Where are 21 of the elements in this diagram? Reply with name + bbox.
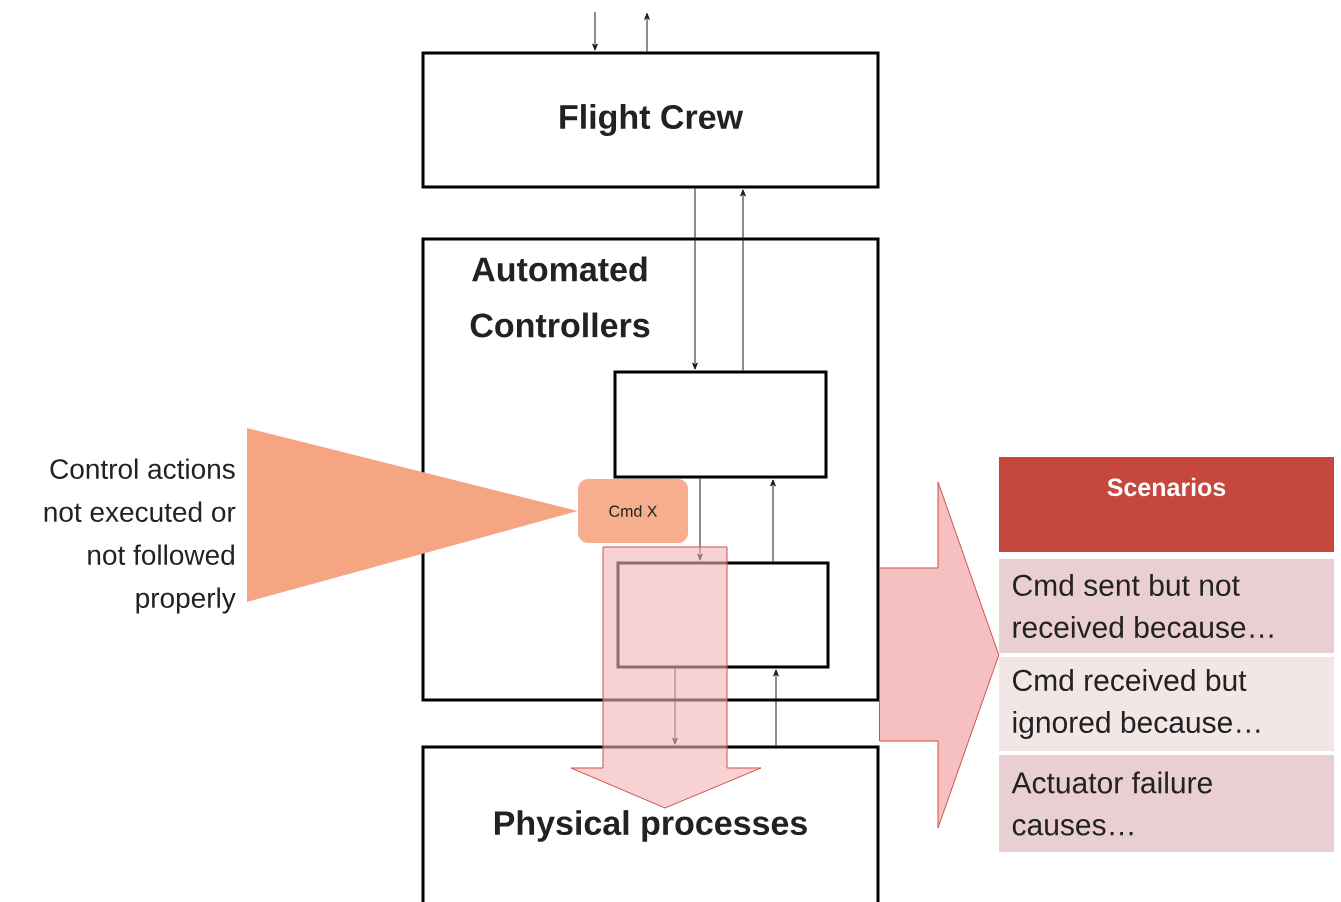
- empty-box: [616, 561, 830, 669]
- arrow: [770, 479, 776, 562]
- block-arrow: [570, 546, 762, 809]
- process-box: Physical processes: [421, 745, 880, 902]
- arrow: [692, 188, 698, 370]
- table-cell: Cmd received but ignored because…: [999, 657, 1334, 751]
- table-cell: Cmd sent but not received because…: [999, 559, 1334, 653]
- table-cell: Actuator failure causes…: [999, 755, 1334, 852]
- arrow: [592, 11, 598, 51]
- arrow: [773, 669, 779, 746]
- arrow: [644, 12, 650, 52]
- process-box: Flight Crew: [421, 51, 880, 189]
- block-arrow: [879, 481, 1000, 829]
- empty-box: [613, 370, 828, 479]
- arrow: [672, 668, 678, 745]
- command-box: Cmd X: [578, 479, 688, 543]
- arrow: [697, 478, 703, 561]
- arrow: [740, 189, 746, 371]
- callout-text: Control actions not executed or not followed properly: [44, 458, 236, 614]
- table-header: Scenarios: [999, 457, 1334, 552]
- callout-wedge: [247, 428, 578, 602]
